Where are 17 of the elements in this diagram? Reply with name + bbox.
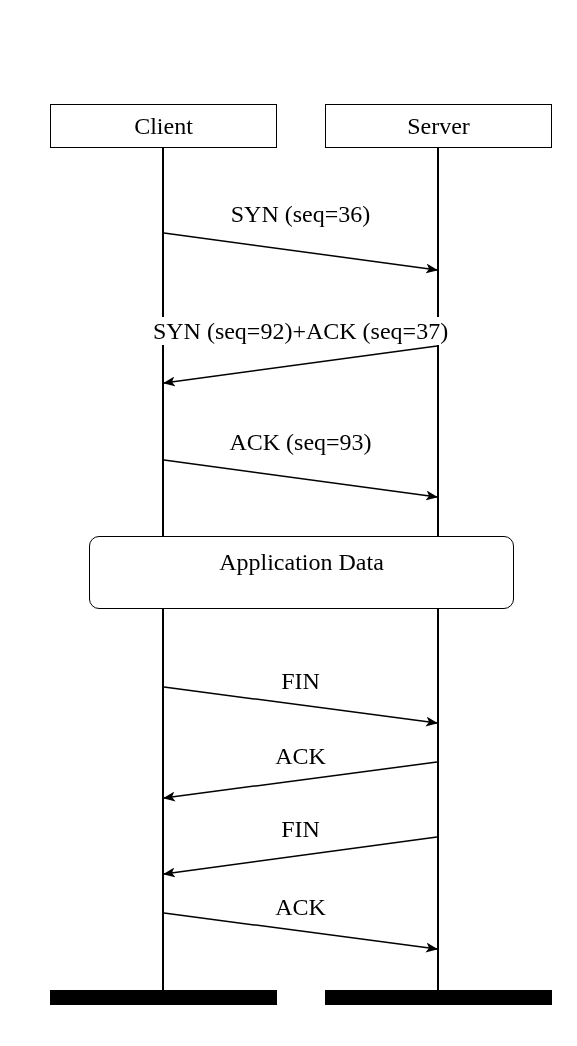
lifeline xyxy=(162,609,164,990)
message-arrow xyxy=(163,836,438,878)
participant-box: Client xyxy=(50,104,277,148)
lifeline xyxy=(162,148,164,536)
message-arrow xyxy=(163,232,438,274)
lifeline xyxy=(437,148,439,536)
message-arrow xyxy=(163,686,438,727)
message-arrow xyxy=(163,912,438,953)
participant-box: Server xyxy=(325,104,552,148)
lifeline xyxy=(437,609,439,990)
edge-label: SYN (seq=92)+ACK (seq=37) xyxy=(152,317,449,345)
end-bar xyxy=(50,990,277,1005)
end-bar xyxy=(325,990,552,1005)
process-box: Application Data xyxy=(89,536,514,609)
message-arrow xyxy=(163,345,438,387)
message-arrow xyxy=(163,761,438,802)
message-arrow xyxy=(163,459,438,501)
